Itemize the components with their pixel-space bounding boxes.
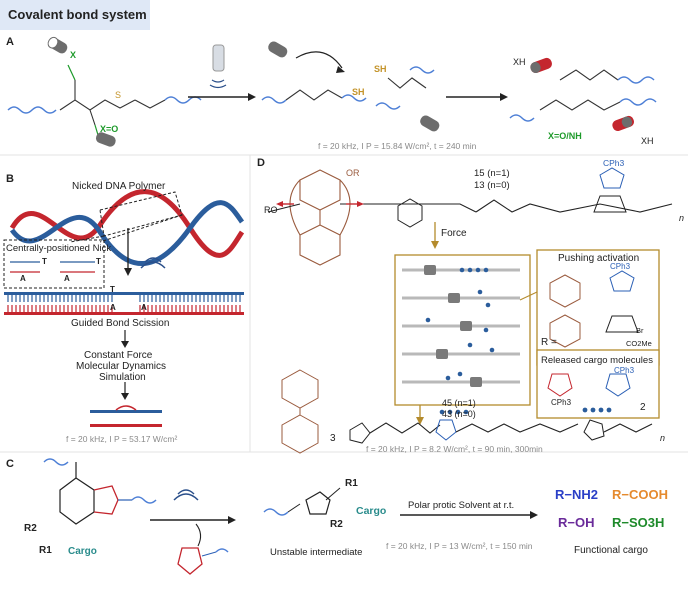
- a-base-2: A: [64, 274, 70, 283]
- panel-b-label: B: [6, 173, 14, 185]
- group-so3h: R−SO3H: [612, 515, 665, 530]
- r1-right: R1: [345, 478, 358, 489]
- compound-15: 15 (n=1): [474, 168, 510, 179]
- co2me-label: CO2Me: [626, 339, 652, 348]
- ro-label: RO: [264, 205, 278, 215]
- panel-d-label: D: [257, 157, 265, 169]
- r1-left: R1: [39, 545, 52, 556]
- xh-label-top: XH: [513, 57, 526, 67]
- x-eq-o: X=O: [100, 124, 119, 134]
- group-nh2: R−NH2: [555, 487, 598, 502]
- md-line-3: Simulation: [99, 372, 146, 383]
- t-base-1: T: [42, 257, 47, 266]
- md-line-1: Constant Force: [84, 350, 153, 361]
- x-eq-onh: X=O/NH: [548, 131, 582, 141]
- group-oh: R−OH: [558, 515, 595, 530]
- r-eq-label: R =: [541, 337, 557, 348]
- panel-a-conditions: f = 20 kHz, I P = 15.84 W/cm², t = 240 m…: [318, 141, 477, 151]
- cargo-left: Cargo: [68, 546, 97, 557]
- cph3-push: CPh3: [610, 262, 631, 271]
- compound-3: 3: [330, 433, 336, 444]
- md-line-2: Molecular Dynamics: [76, 361, 167, 372]
- pushing-activation: Pushing activation: [558, 253, 640, 264]
- cargo-right: Cargo: [356, 505, 387, 517]
- t-base-2: T: [96, 257, 101, 266]
- r2-right: R2: [330, 519, 343, 530]
- n-top: n: [679, 213, 685, 223]
- a-base-1: A: [20, 274, 26, 283]
- solvent-label: Polar protic Solvent at r.t.: [408, 500, 515, 511]
- functional-cargo: Functional cargo: [574, 545, 648, 556]
- panel-b-conditions: f = 20 kHz, I P = 53.17 W/cm²: [66, 434, 178, 444]
- br-label: Br: [636, 326, 644, 335]
- t-base-3: T: [110, 285, 115, 294]
- compound-45: 45 (n=1): [442, 398, 476, 408]
- r2-left: R2: [24, 523, 37, 534]
- panel-c-label: C: [6, 458, 14, 470]
- sh-label-1: SH: [352, 87, 365, 97]
- cph3-released-2: CPh3: [614, 366, 635, 375]
- unstable-intermediate: Unstable intermediate: [270, 547, 363, 558]
- panel-d-conditions: f = 20 kHz, I P = 8.2 W/cm², t = 90 min,…: [366, 444, 543, 454]
- sh-label-2: SH: [374, 64, 387, 74]
- compound-13: 13 (n=0): [474, 180, 510, 191]
- or-label: OR: [346, 168, 360, 178]
- panel-a-diagram: [7, 36, 657, 147]
- nicked-dna-title: Nicked DNA Polymer: [72, 181, 166, 192]
- cph3-released-1: CPh3: [551, 398, 572, 407]
- n-bottom: n: [660, 433, 666, 443]
- cph3-top: CPh3: [603, 158, 625, 168]
- a-base-4: A: [141, 303, 147, 312]
- atom-x-top: X: [70, 50, 77, 60]
- a-base-3: A: [110, 303, 116, 312]
- compound-2: 2: [640, 402, 646, 413]
- panel-c-conditions: f = 20 kHz, I P = 13 W/cm², t = 150 min: [386, 541, 533, 551]
- released-cargo: Released cargo molecules: [541, 355, 653, 366]
- nick-label: Centrally-positioned Nick: [6, 243, 112, 254]
- panel-a-label: A: [6, 36, 14, 48]
- panel-b-diagram: [3, 189, 245, 427]
- force-label: Force: [441, 228, 467, 239]
- panel-d-diagram: [267, 167, 673, 454]
- group-cooh: R−COOH: [612, 487, 668, 502]
- guided-scission: Guided Bond Scission: [71, 318, 170, 329]
- compound-43: 43 (n=0): [442, 409, 476, 419]
- section-header: Covalent bond system: [0, 0, 150, 30]
- atom-s: S: [115, 90, 122, 100]
- xh-label-bottom: XH: [641, 136, 654, 146]
